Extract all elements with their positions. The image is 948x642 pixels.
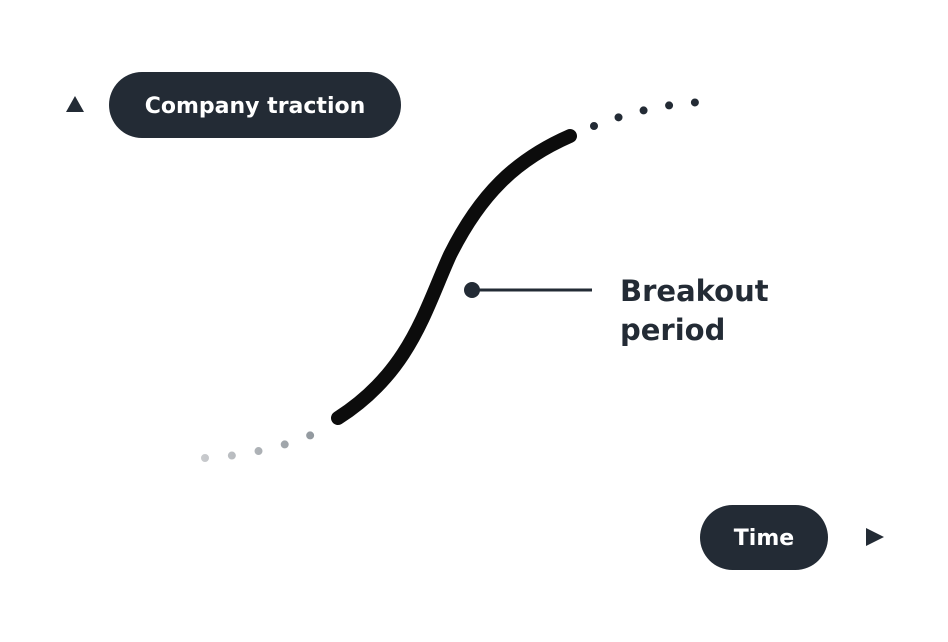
x-axis-label-background [700,505,828,570]
y-axis-label: Company traction [145,94,366,119]
y-axis-label-background [109,72,401,138]
y-axis-arrow-icon [66,96,84,112]
breakout-annotation: Breakout period [464,274,769,347]
annotation-label-line2: period [620,313,725,347]
breakout-curve [331,129,577,425]
curve-lead-in-dots [201,426,326,462]
y-axis [66,96,84,500]
x-axis-arrow-icon [866,528,884,546]
annotation-label-line1: Breakout [620,274,769,308]
x-axis-label-pill: Time [700,505,828,570]
curve-tail-dots [590,98,706,130]
x-axis-label: Time [734,526,794,551]
y-axis-label-pill: Company traction [109,72,401,138]
